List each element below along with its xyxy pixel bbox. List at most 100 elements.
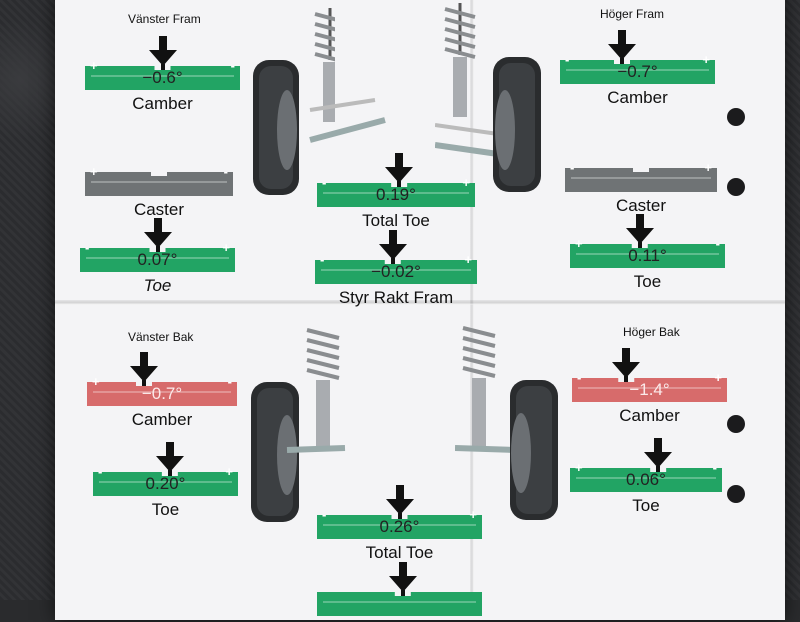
gauge-sign-left: + <box>92 374 100 389</box>
front-left-suspension-illustration <box>253 8 335 195</box>
paper-fold-horizontal <box>55 300 785 305</box>
binder-hole <box>727 415 745 433</box>
front-left-toe-gauge: - +0.07° Toe <box>80 218 235 313</box>
gauge-sign-left: - <box>570 160 575 175</box>
front-right-caster-gauge: -+Caster <box>565 138 717 228</box>
gauge-value: −0.7° <box>141 384 183 403</box>
wheel-icon <box>251 382 299 522</box>
gauge-sign-right: + <box>704 160 712 175</box>
gauge-bar <box>570 460 722 492</box>
gauge-sign-left: - <box>85 240 90 255</box>
rear-left-label: Vänster Bak <box>128 330 194 344</box>
down-arrow-icon <box>148 36 177 72</box>
gauge-value: 0.11° <box>628 246 667 265</box>
front-right-label: Höger Fram <box>600 7 665 21</box>
gauge-bar <box>560 52 715 84</box>
gauge-sign-right: + <box>702 52 710 67</box>
paper-fold-vertical <box>470 0 474 610</box>
gauge-value: 0.06° <box>626 470 666 489</box>
gauge-sign-right: - <box>712 460 717 475</box>
down-arrow-icon <box>385 153 414 189</box>
binder-hole <box>727 108 745 126</box>
gauge-sign-right: - <box>715 236 720 251</box>
gauge-caption: Caster <box>133 200 185 219</box>
gauge-bar <box>317 507 482 539</box>
gauge-bar <box>315 252 477 284</box>
wheel-icon <box>253 60 299 195</box>
front-left-camber-gauge: + - −0.6° Camber <box>85 36 240 126</box>
gauge-value: −0.7° <box>617 62 658 81</box>
rear-left-camber-gauge: +-−0.7°Camber <box>87 352 237 447</box>
gauge-sign-left: - <box>565 52 570 67</box>
down-arrow-icon <box>608 30 636 66</box>
down-arrow-icon <box>155 442 184 478</box>
gauge-value: 0.07° <box>137 250 178 269</box>
gauge-sign-left: - <box>577 370 582 385</box>
gauge-sign-left: + <box>90 164 98 179</box>
gauge-caption: Total Toe <box>362 211 430 230</box>
gauge-bar <box>80 240 235 272</box>
gauge-sign-left: + <box>90 58 98 73</box>
gauge-sign-right: + <box>462 175 470 190</box>
gauge-sign-left: - <box>320 252 325 267</box>
gauge-caption: Camber <box>131 410 193 429</box>
front-total-toe-gauge: - +0.19° Total Toe <box>317 153 475 243</box>
gauge-value: −0.02° <box>371 262 421 281</box>
front-right-toe-gauge: + - 0.11° Toe <box>570 214 725 309</box>
gauge-sign-right: + <box>469 507 477 522</box>
gauge-bar <box>565 160 717 192</box>
rear-left-suspension-illustration <box>251 328 346 522</box>
rear-total-toe-gauge: - +0.26° Total Toe <box>317 485 482 575</box>
gauge-sign-left: + <box>575 460 583 475</box>
coil-spring-icon <box>462 326 496 448</box>
gauge-caption: Camber <box>607 88 668 107</box>
gauge-value: −0.6° <box>142 68 183 87</box>
gauge-sign-right: - <box>230 58 235 73</box>
front-left-control-arm <box>309 98 386 143</box>
rear-right-suspension-illustration <box>455 326 558 520</box>
alignment-report-paper: Vänster Fram Höger Fram Vänster Bak Höge… <box>55 0 785 620</box>
front-right-camber-gauge: - + −0.7° Camber <box>560 30 715 120</box>
gauge-caption: Toe <box>143 276 172 295</box>
gauge-caption: Camber <box>619 406 680 425</box>
binder-hole <box>727 178 745 196</box>
gauge-sign-left: + <box>575 236 583 251</box>
front-right-suspension-illustration <box>435 3 541 192</box>
gauge-bar <box>85 164 233 196</box>
gauge-bar <box>93 464 238 496</box>
down-arrow-icon <box>378 230 407 266</box>
gauge-bar <box>85 58 240 90</box>
gauge-caption: Toe <box>151 500 180 519</box>
steer-straight-gauge: -+−0.02°Styr Rakt Fram <box>315 230 477 320</box>
gauge-sign-left: - <box>322 507 327 522</box>
gauge-sign-left: - <box>322 175 327 190</box>
gauge-sign-right: + <box>714 370 722 385</box>
rear-right-camber-gauge: -+−1.4°Camber <box>572 348 727 443</box>
gauge-value: 0.19° <box>376 185 416 204</box>
wheel-icon <box>510 380 558 520</box>
gauge-sign-left: - <box>98 464 103 479</box>
front-left-label: Vänster Fram <box>128 12 201 26</box>
down-arrow-icon <box>644 438 673 474</box>
gauge-bar <box>317 584 482 616</box>
gauge-caption: Toe <box>632 496 660 515</box>
down-arrow-icon <box>130 352 158 388</box>
front-left-caster-gauge: + - Caster <box>85 142 233 232</box>
gauge-caption: Total Toe <box>365 543 434 562</box>
gauge-sign-right: + <box>222 240 230 255</box>
gauge-caption: Camber <box>132 94 193 113</box>
down-arrow-icon <box>143 218 172 254</box>
down-arrow-icon <box>385 485 414 521</box>
coil-spring-icon <box>306 328 340 450</box>
rear-right-toe-gauge: + - 0.06° Toe <box>570 438 722 533</box>
binder-hole <box>727 485 745 503</box>
down-arrow-icon <box>612 348 641 384</box>
gauge-sign-right: - <box>223 164 228 179</box>
gauge-value: 0.26° <box>379 517 420 536</box>
rear-left-toe-gauge: -+0.20°Toe <box>93 442 238 537</box>
gauge-bar <box>87 374 237 406</box>
gauge-caption: Styr Rakt Fram <box>338 288 454 307</box>
gauge-caption: Toe <box>633 272 662 291</box>
gauge-sign-right: + <box>225 464 233 479</box>
partial-bottom-gauge <box>317 562 482 622</box>
